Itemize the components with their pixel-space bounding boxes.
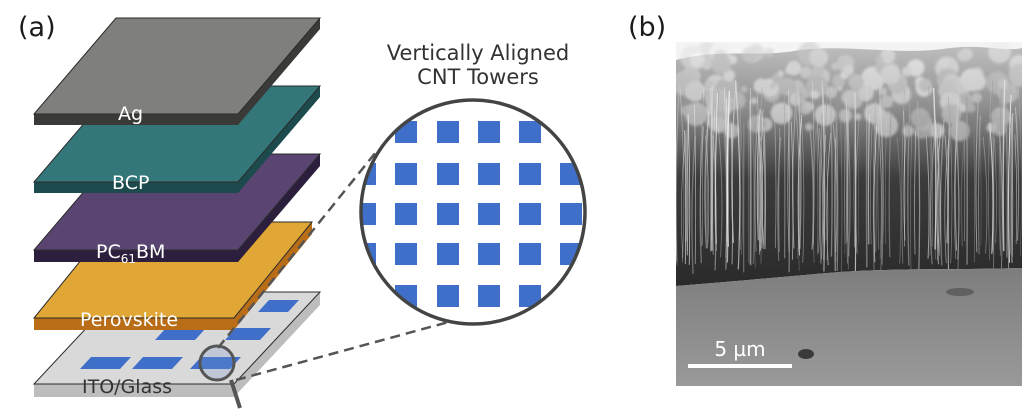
cnt-fluff <box>741 86 748 93</box>
cnt-tower <box>395 243 417 265</box>
cnt-tower <box>478 243 500 265</box>
cnt-tower <box>478 203 500 225</box>
cnt-fluff <box>810 91 819 100</box>
cnt-tower <box>519 163 541 185</box>
magnifier-lens <box>200 346 234 380</box>
cnt-fiber <box>784 95 785 259</box>
cnt-tower <box>437 243 459 265</box>
cnt-tower <box>437 203 459 225</box>
cnt-tower <box>478 285 500 307</box>
cnt-tower <box>437 285 459 307</box>
cnt-fluff <box>881 65 901 85</box>
cnt-fluff <box>787 61 802 76</box>
cnt-fluff <box>702 60 712 70</box>
cnt-tower <box>478 121 500 143</box>
substrate-particle <box>946 288 974 296</box>
cnt-fluff <box>902 67 912 77</box>
cnt-fluff <box>769 83 775 89</box>
pc61bm-label-tail: BM <box>136 241 165 263</box>
cnt-fluff <box>858 86 874 102</box>
cnt-fluff <box>967 104 976 113</box>
cnt-fluff <box>843 64 854 75</box>
layer-label-ag: Ag <box>118 103 143 125</box>
cnt-fluff <box>805 123 813 131</box>
cnt-fiber <box>866 81 867 268</box>
pc61bm-label-main: PC <box>96 241 121 263</box>
cnt-tower <box>395 203 417 225</box>
cnt-fiber <box>750 101 751 265</box>
cnt-tower <box>478 163 500 185</box>
cnt-tower <box>519 121 541 143</box>
layer-label-ito-glass: ITO/Glass <box>82 376 172 398</box>
cnt-tower <box>354 121 376 143</box>
layer-label-bcp: BCP <box>112 172 149 194</box>
cnt-fluff <box>742 47 758 63</box>
cnt-fluff <box>711 54 731 74</box>
cnt-tower <box>560 203 582 225</box>
panel-label-a: (a) <box>18 12 56 43</box>
cnt-tower <box>437 163 459 185</box>
cnt-fluff <box>754 78 769 93</box>
cnt-fluff <box>940 59 949 68</box>
cnt-fluff <box>880 95 893 108</box>
cnt-fluff <box>765 48 774 57</box>
cnt-tower <box>560 121 582 143</box>
cnt-fluff <box>958 49 970 61</box>
cnt-fluff <box>751 97 758 104</box>
cnt-tower <box>519 243 541 265</box>
cnt-tower <box>437 121 459 143</box>
cnt-fluff <box>972 93 982 103</box>
cnt-tower <box>354 203 376 225</box>
cnt-fluff <box>800 66 812 78</box>
sem-substrate <box>676 268 1022 386</box>
callout-title-line1: Vertically Aligned <box>387 41 569 65</box>
cnt-tower <box>519 203 541 225</box>
cnt-tower <box>560 285 582 307</box>
cnt-fluff <box>988 41 1011 64</box>
panel-label-b: (b) <box>628 12 666 43</box>
cnt-fluff <box>910 108 930 128</box>
cnt-fluff <box>998 79 1008 89</box>
cnt-fluff <box>831 63 839 71</box>
sem-image: 5 µm <box>671 41 1024 386</box>
cnt-fluff <box>836 85 842 91</box>
pc61bm-label-subscript: 61 <box>121 252 136 266</box>
cnt-tower <box>354 285 376 307</box>
cnt-fluff <box>778 78 796 96</box>
cnt-fluff <box>876 56 884 64</box>
cnt-fluff <box>809 48 828 67</box>
cnt-fluff <box>919 79 932 92</box>
callout-title-line2: CNT Towers <box>417 65 539 89</box>
cnt-tower <box>395 163 417 185</box>
substrate-particle <box>798 349 814 359</box>
cnt-fluff <box>778 70 784 76</box>
layer-label-perovskite: Perovskite <box>80 309 178 331</box>
cnt-fluff <box>960 68 983 91</box>
cnt-zoom-circle <box>354 100 585 324</box>
scale-bar-label: 5 µm <box>714 337 765 361</box>
